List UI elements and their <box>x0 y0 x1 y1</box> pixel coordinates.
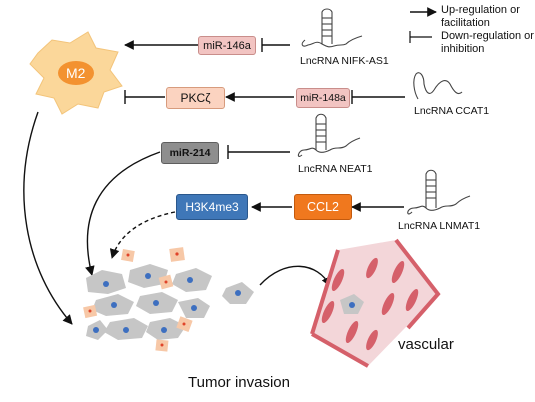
lncrna-nifk-label: LncRNA NIFK-AS1 <box>300 55 389 67</box>
tumor-nucleus <box>153 300 159 306</box>
m2-macrophage <box>29 31 123 115</box>
vessel-cell <box>331 268 345 292</box>
mir148a-box: miR-148a <box>296 88 350 108</box>
lncrna-lnmat1-label: LncRNA LNMAT1 <box>398 220 481 232</box>
vessel-edge <box>311 332 369 368</box>
lncrna-ccat1-structure <box>413 72 463 100</box>
arrow-m2-to-tumor <box>23 111 73 325</box>
inhibit-nifk-to-mir146a <box>261 38 290 52</box>
tumor-nucleus <box>93 327 99 333</box>
pkcz-box: PKCζ <box>166 87 225 109</box>
vessel-cell <box>321 300 335 324</box>
ccl2-box: CCL2 <box>294 194 352 220</box>
arrow-mir214-to-tumor <box>85 151 161 276</box>
tumor-nucleus <box>191 305 197 311</box>
tumor-cluster <box>83 247 254 352</box>
lncrna-neat1-label: LncRNA NEAT1 <box>298 163 373 175</box>
h3k4me3-box: H3K4me3 <box>176 194 248 220</box>
tumor-nucleus <box>145 273 151 279</box>
vessel-edge <box>394 238 441 330</box>
vessel-cell <box>381 292 395 316</box>
legend-down-label: Down-regulation or inhibition <box>441 30 534 55</box>
tumor-nucleus <box>123 327 129 333</box>
mir214-box: miR-214 <box>161 142 219 164</box>
vessel-cell <box>391 260 405 284</box>
tumor-nucleus <box>235 290 241 296</box>
tumor-nucleus <box>349 302 355 308</box>
tumor-nucleus <box>111 302 117 308</box>
legend-up-label: Up-regulation or facilitation <box>441 4 520 29</box>
vessel-edge <box>310 249 340 335</box>
arrow-h3k4me3-to-tumor <box>109 211 176 259</box>
m2-nucleus <box>58 61 94 85</box>
tumor-nucleus <box>161 327 167 333</box>
inhibit-pkcz-to-m2 <box>124 90 165 104</box>
tumor-nucleus <box>187 277 193 283</box>
inhibit-neat1-to-mir214 <box>227 145 290 159</box>
vascular-label: vascular <box>398 336 454 353</box>
lncrna-neat1-structure <box>297 113 361 157</box>
vessel-cell <box>405 288 419 312</box>
arrow-tumor-to-vessel <box>259 265 331 287</box>
legend-down-symbol <box>409 31 432 43</box>
vessel-cell <box>366 257 378 279</box>
mir146a-box: miR-146a <box>198 36 256 55</box>
vessel-cell <box>345 320 359 344</box>
tumor-nucleus <box>103 281 109 287</box>
tumor-invasion-label: Tumor invasion <box>188 374 290 391</box>
blood-vessel <box>310 238 441 368</box>
lncrna-nifk-structure <box>301 8 363 48</box>
lncrna-lnmat1-structure <box>407 169 471 215</box>
vessel-cell <box>366 329 378 351</box>
lncrna-ccat1-label: LncRNA CCAT1 <box>414 105 490 117</box>
m2-label: M2 <box>66 65 86 81</box>
legend <box>409 7 437 43</box>
inhibit-ccat1-to-mir148a <box>351 90 405 104</box>
